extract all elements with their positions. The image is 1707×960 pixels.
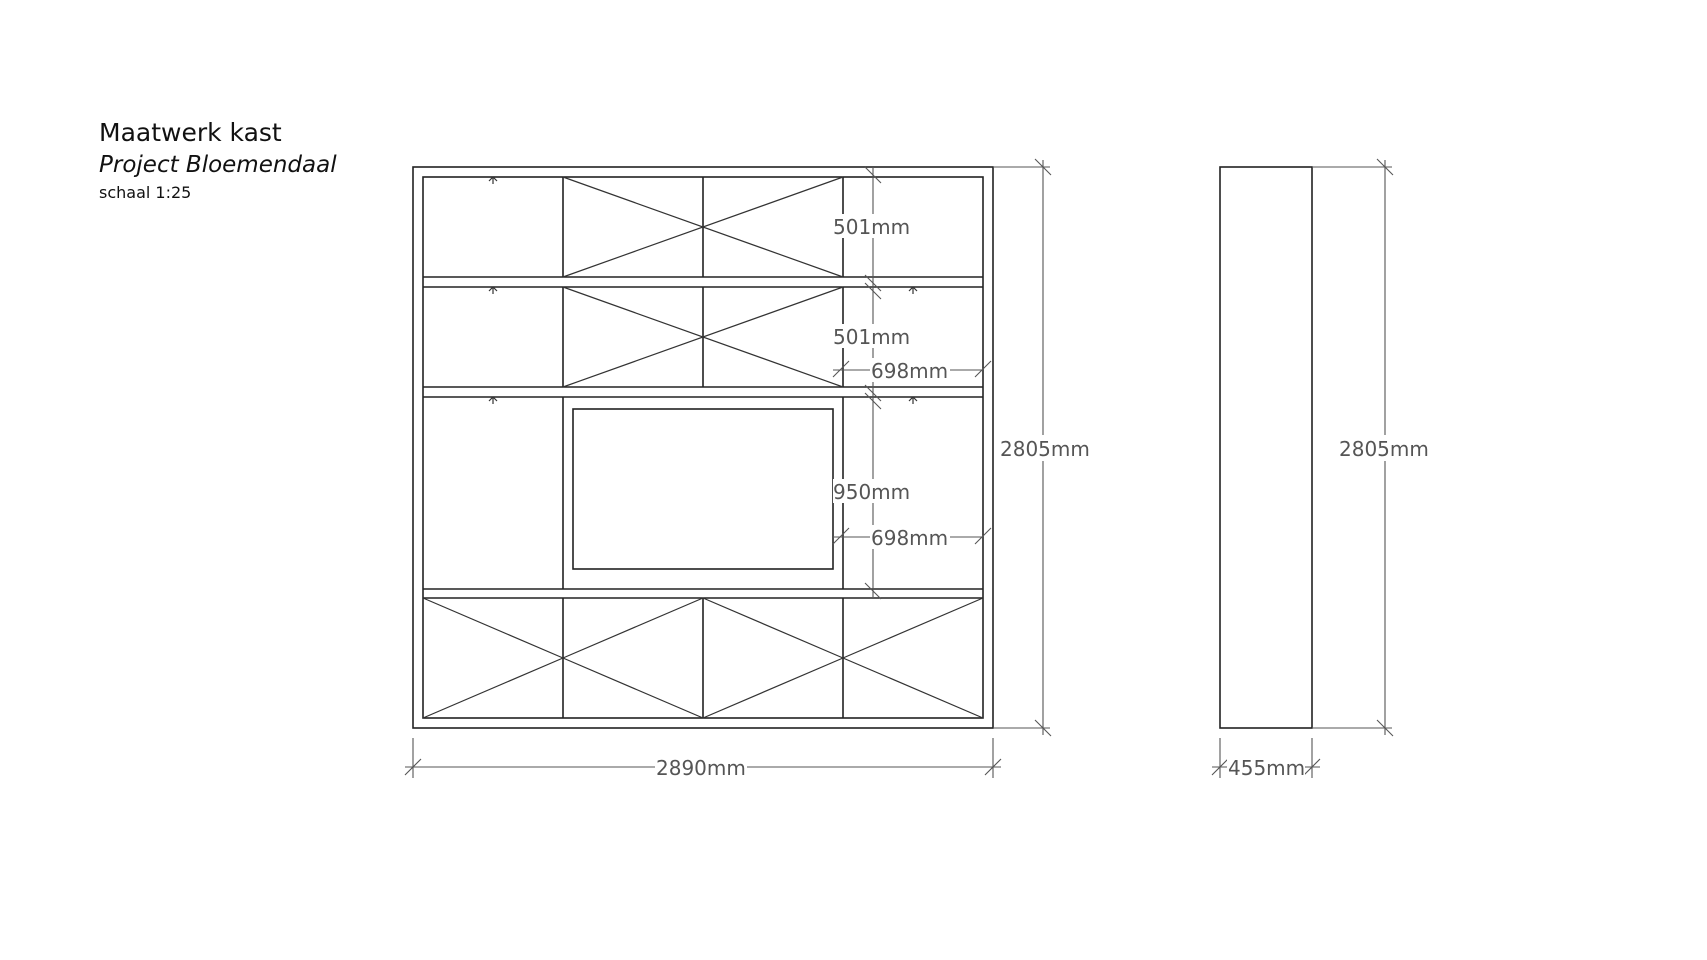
scale-label: schaal 1:25	[99, 183, 192, 202]
dimension-tick	[974, 527, 992, 545]
drawer-cross	[702, 597, 844, 659]
dimension-tick	[832, 360, 850, 378]
label-bg	[870, 525, 950, 549]
dimension-tick	[864, 384, 882, 402]
front-view	[412, 166, 994, 729]
label-bg	[833, 479, 913, 503]
drawer-cross	[562, 597, 704, 659]
dim-label-front-width: 2890mm	[656, 756, 746, 780]
dimension-tick	[864, 274, 882, 292]
front-width-dimension: 2890mm	[404, 738, 1002, 781]
drawer-cross	[562, 286, 844, 388]
opening-arrow-icon	[488, 176, 498, 184]
dimension-tick	[404, 758, 422, 776]
tv-panel	[572, 408, 834, 570]
drawer-cross	[842, 597, 984, 659]
drawer-cross	[702, 657, 844, 719]
drawer-cross	[842, 657, 984, 719]
dimension-tick	[984, 758, 1002, 776]
label-bg	[655, 755, 747, 781]
dimension-tick	[974, 360, 992, 378]
dim-label-side-height: 2805mm	[1339, 437, 1429, 461]
side-depth-dimension: 455mm	[1211, 738, 1321, 781]
opening-arrow-icon	[908, 396, 918, 404]
front-height-dimension: 2805mm	[993, 158, 1092, 737]
dimension-tick	[1376, 158, 1394, 176]
drawing-title: Maatwerk kast	[99, 118, 282, 147]
dimension-tick	[832, 527, 850, 545]
dim-label-front-height: 2805mm	[1000, 437, 1090, 461]
project-name: Project Bloemendaal	[99, 152, 337, 178]
dimension-tick	[864, 392, 882, 410]
title-block: Maatwerk kast Project Bloemendaal schaal…	[99, 116, 337, 204]
label-bg	[1338, 435, 1430, 461]
dimension-tick	[864, 282, 882, 300]
dim-label-698-top: 698mm	[871, 359, 948, 383]
front-outer-frame	[412, 166, 994, 729]
dimension-tick	[1376, 719, 1394, 737]
opening-arrow-icon	[488, 286, 498, 294]
dimension-tick	[1303, 758, 1321, 776]
dim-label-950: 950mm	[833, 480, 910, 504]
drawer-cross	[422, 597, 564, 659]
dimension-tick	[1034, 158, 1052, 176]
side-outline	[1219, 166, 1313, 729]
label-bg	[833, 214, 913, 238]
label-bg	[1000, 435, 1092, 461]
label-bg	[1227, 755, 1305, 781]
opening-arrow-icon	[908, 286, 918, 294]
drawer-cross	[562, 657, 704, 719]
drawer-cross	[562, 176, 844, 278]
side-view	[1219, 166, 1313, 729]
dimension-tick	[1211, 758, 1229, 776]
side-height-dimension: 2805mm	[1312, 158, 1430, 737]
label-bg	[833, 324, 913, 348]
dimension-tick	[864, 166, 882, 184]
opening-arrow-icon	[488, 396, 498, 404]
dim-label-501-mid: 501mm	[833, 325, 910, 349]
dimension-tick	[864, 582, 882, 600]
dim-label-501-top: 501mm	[833, 215, 910, 239]
label-bg	[870, 358, 950, 382]
drawer-cross	[422, 657, 564, 719]
dimension-tick	[1034, 719, 1052, 737]
dim-label-698-bottom: 698mm	[871, 526, 948, 550]
dim-label-side-depth: 455mm	[1228, 756, 1305, 780]
